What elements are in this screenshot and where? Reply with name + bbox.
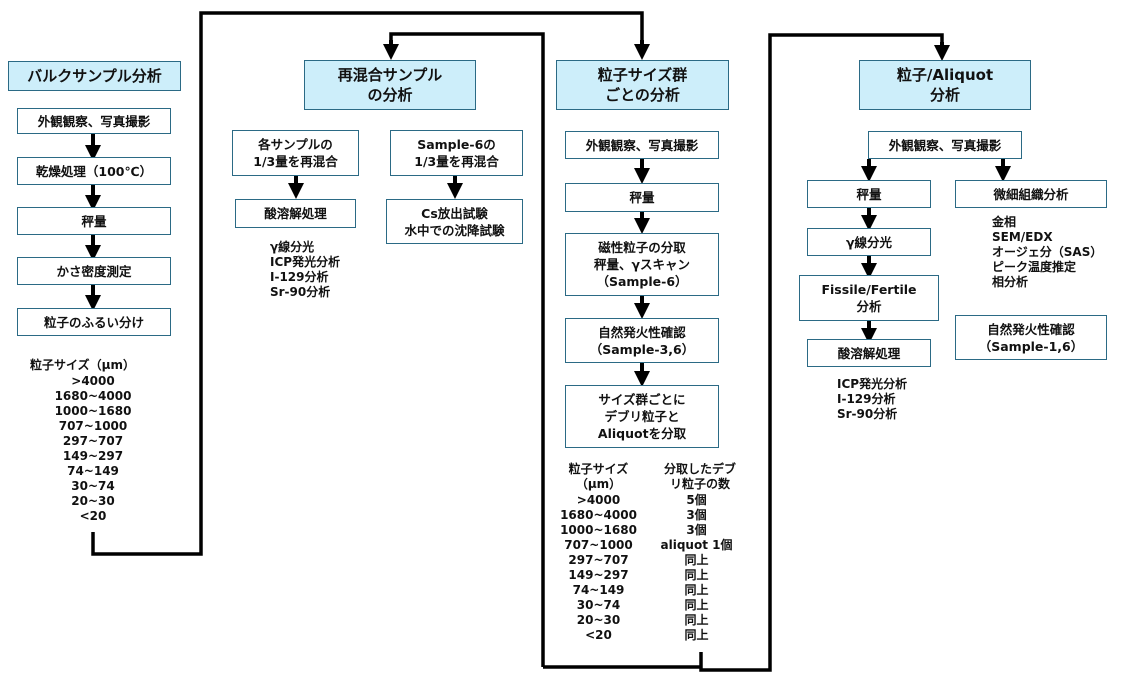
table-cell-count: 同上 [684, 553, 709, 567]
remix-a-analysis-item: Sr-90分析 [270, 285, 331, 299]
size-table-col2-header: 分取したデブ リ粒子の数 [663, 462, 736, 491]
bulk-step-bulk-density: かさ密度測定 [17, 257, 171, 285]
microstructure-item: SEM/EDX [992, 230, 1053, 244]
size-step-magnetic: 磁性粒子の分取 秤量、γスキャン （Sample-6） [565, 233, 719, 296]
table-cell-size: <20 [585, 628, 612, 642]
table-cell-count: aliquot 1個 [660, 538, 733, 552]
remix-a-analysis-item: I-129分析 [270, 270, 329, 284]
remix-b-step2: Cs放出試験 水中での沈降試験 [386, 199, 523, 244]
particle-step-microstructure: 微細組織分析 [955, 180, 1107, 208]
bulk-size-item: 74~149 [67, 464, 119, 478]
particle-right-analyses: 金相 SEM/EDX オージェ分（SAS） ピーク温度推定 相分析 [992, 215, 1102, 290]
bulk-size-title: 粒子サイズ（μm） [30, 358, 135, 372]
particle-analysis-item: I-129分析 [837, 392, 896, 406]
table-row: 707~1000 aliquot 1個 [556, 538, 752, 553]
bulk-size-item: <20 [79, 509, 107, 523]
bulk-size-item: 30~74 [71, 479, 115, 493]
table-cell-count: 同上 [684, 628, 709, 642]
bulk-size-item: 1000~1680 [54, 404, 132, 418]
size-table: >4000 5個 1680~4000 3個 1000~1680 3個 707~1000… [556, 493, 752, 643]
bulk-step-appearance: 外観観察、写真撮影 [17, 108, 171, 134]
bulk-step-drying: 乾燥処理（100℃） [17, 157, 171, 185]
bulk-size-item: 149~297 [62, 449, 124, 463]
microstructure-item: ピーク温度推定 [992, 260, 1077, 274]
particle-left-analyses: ICP発光分析 I-129分析 Sr-90分析 [837, 377, 907, 422]
table-cell-count: 5個 [686, 493, 707, 507]
particle-step-pyrophoric: 自然発火性確認 （Sample-1,6） [955, 315, 1107, 360]
table-cell-size: 20~30 [576, 613, 621, 627]
size-step-weighing: 秤量 [565, 183, 719, 212]
table-row: 74~149 同上 [556, 583, 752, 598]
bulk-size-list: >4000 1680~4000 1000~1680 707~1000 297~7… [40, 374, 146, 524]
size-table-col1-header: 粒子サイズ （μm） [568, 462, 629, 491]
size-group-header: 粒子サイズ群 ごとの分析 [556, 60, 729, 110]
table-row: 1680~4000 3個 [556, 508, 752, 523]
particle-header: 粒子/Aliquot 分析 [859, 60, 1031, 110]
table-cell-count: 同上 [684, 568, 709, 582]
bulk-size-item: 1680~4000 [54, 389, 132, 403]
table-cell-count: 3個 [686, 523, 707, 537]
remix-b-step1: Sample-6の 1/3量を再混合 [390, 130, 523, 176]
table-cell-size: 30~74 [576, 598, 621, 612]
particle-step-acid: 酸溶解処理 [807, 339, 931, 367]
particle-step-gamma: γ線分光 [807, 228, 931, 256]
bulk-size-item: 297~707 [62, 434, 124, 448]
table-cell-count: 同上 [684, 613, 709, 627]
size-step-appearance: 外観観察、写真撮影 [565, 131, 719, 159]
remix-a-analysis-item: γ線分光 [270, 240, 315, 254]
microstructure-item: オージェ分（SAS） [992, 245, 1103, 259]
size-step-sampling: サイズ群ごとに デブリ粒子と Aliquotを分取 [565, 385, 719, 448]
table-cell-count: 同上 [684, 583, 709, 597]
table-row: 297~707 同上 [556, 553, 752, 568]
table-row: 1000~1680 3個 [556, 523, 752, 538]
table-cell-size: 1000~1680 [560, 523, 637, 537]
bulk-size-item: 707~1000 [58, 419, 128, 433]
remix-a-analysis-item: ICP発光分析 [270, 255, 341, 269]
remix-a-step1: 各サンプルの 1/3量を再混合 [232, 130, 359, 176]
microstructure-item: 相分析 [992, 275, 1029, 289]
bulk-step-weighing: 秤量 [17, 207, 171, 235]
size-step-pyrophoric: 自然発火性確認 （Sample-3,6） [565, 318, 719, 363]
remix-header: 再混合サンプル の分析 [304, 60, 476, 110]
table-row: 30~74 同上 [556, 598, 752, 613]
bulk-size-item: >4000 [71, 374, 115, 388]
bulk-step-sieving: 粒子のふるい分け [17, 308, 171, 336]
table-cell-size: 74~149 [572, 583, 625, 597]
particle-analysis-item: Sr-90分析 [837, 407, 898, 421]
table-row: >4000 5個 [556, 493, 752, 508]
microstructure-item: 金相 [992, 215, 1017, 229]
table-cell-count: 3個 [686, 508, 707, 522]
table-cell-count: 同上 [684, 598, 709, 612]
particle-analysis-item: ICP発光分析 [837, 377, 908, 391]
connector-to-remix [389, 32, 545, 667]
table-cell-size: 297~707 [568, 553, 629, 567]
bulk-size-item: 20~30 [71, 494, 115, 508]
table-row: 149~297 同上 [556, 568, 752, 583]
particle-step-appearance: 外観観察、写真撮影 [868, 131, 1022, 159]
table-row: 20~30 同上 [556, 613, 752, 628]
table-cell-size: >4000 [576, 493, 621, 507]
remix-a-step2: 酸溶解処理 [235, 199, 356, 228]
table-row: <20 同上 [556, 628, 752, 643]
remix-a-analyses: γ線分光 ICP発光分析 I-129分析 Sr-90分析 [270, 240, 340, 300]
table-cell-size: 707~1000 [564, 538, 633, 552]
particle-step-weighing: 秤量 [807, 180, 931, 208]
bulk-header: バルクサンプル分析 [8, 61, 181, 91]
table-cell-size: 1680~4000 [560, 508, 637, 522]
table-cell-size: 149~297 [568, 568, 629, 582]
particle-step-fissile: Fissile/Fertile 分析 [799, 275, 939, 321]
